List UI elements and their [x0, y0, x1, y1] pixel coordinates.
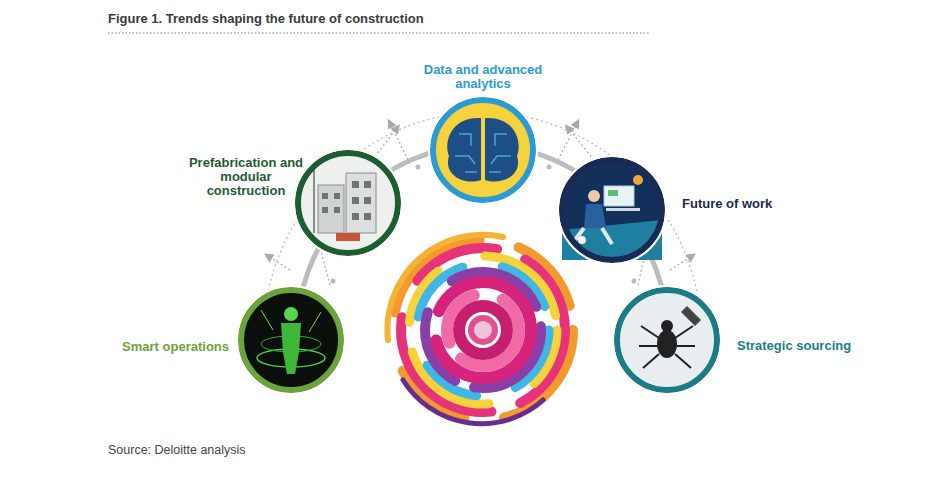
trend-label: Future of work — [682, 197, 772, 211]
color-swirl — [387, 235, 573, 424]
circle-illustration — [235, 284, 347, 396]
title-rule — [108, 33, 650, 34]
circle-illustration — [292, 147, 404, 259]
circle-illustration — [611, 284, 723, 396]
label-text: Strategic sourcing — [737, 338, 851, 353]
trend-label: Smart operations — [122, 340, 229, 354]
label-text: Smart operations — [122, 339, 229, 354]
trend-circle: Prefabrication and modular construction — [292, 147, 404, 259]
trend-label: Strategic sourcing — [737, 339, 851, 353]
trend-label: Data and advanced analytics — [408, 63, 558, 91]
label-text: Prefabrication and modular construction — [189, 155, 303, 198]
label-text: Data and advanced analytics — [424, 62, 543, 91]
trend-circle: Future of work — [556, 154, 668, 266]
circle-illustration — [427, 94, 539, 206]
trend-circle: Smart operations — [235, 284, 347, 396]
label-text: Future of work — [682, 196, 772, 211]
trend-circle: Data and advanced analytics — [427, 94, 539, 206]
trend-label: Prefabrication and modular construction — [184, 156, 309, 198]
trend-circle: Strategic sourcing — [611, 284, 723, 396]
circle-illustration — [556, 154, 668, 266]
figure-title: Figure 1. Trends shaping the future of c… — [108, 11, 424, 26]
source-caption: Source: Deloitte analysis — [108, 443, 246, 457]
